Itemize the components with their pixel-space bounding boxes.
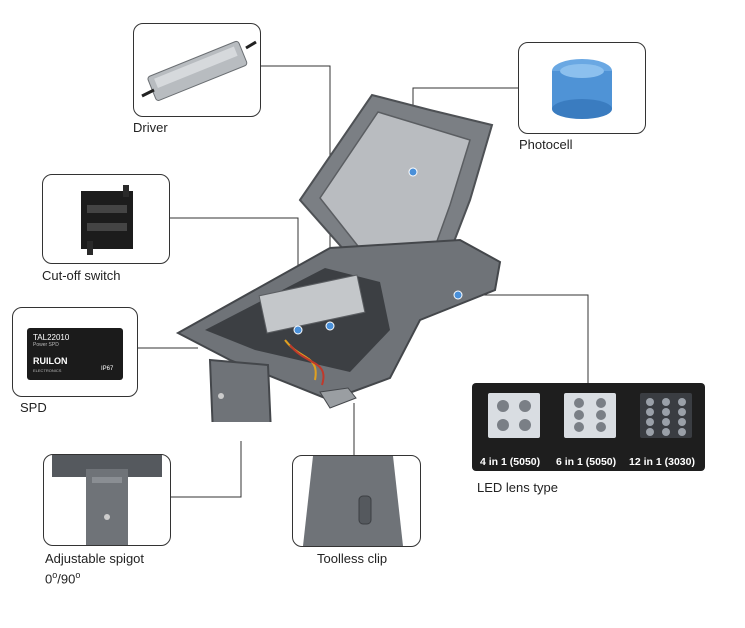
driver-image-box [133,23,261,117]
lens-tile-4in1 [488,393,540,438]
led-lens-type-label: LED lens type [477,480,558,495]
spigot-angle-label: 0o/90o [45,570,80,586]
spigot-image-box [43,454,171,546]
toolless-clip-image-box [292,455,421,547]
cutoff-switch-image-box [42,174,170,264]
degree-mark-a: o [52,570,58,580]
lens-caption-12in1: 12 in 1 (3030) [629,456,695,468]
toolless-clip-picture [303,456,403,546]
degree-mark-b: o [75,570,81,580]
spd-image-box: TAL22010 Power SPD RUILON ELECTRONICS IP… [12,307,138,397]
cutoff-switch-picture [81,185,133,255]
street-light-illustration [175,93,502,422]
photocell-image-box [518,42,646,134]
driver-label: Driver [133,120,168,135]
spd-sub: Power SPD [33,342,59,348]
driver-picture [141,40,257,101]
spd-device: TAL22010 Power SPD RUILON ELECTRONICS IP… [27,328,123,380]
spd-rating: IP67 [101,366,114,372]
led-lens-panel: 4 in 1 (5050) 6 in 1 (5050) 12 in 1 (303… [472,383,705,471]
lens-tile-12in1 [640,393,692,438]
spigot-angle-b: /90 [57,571,76,587]
spd-model: TAL22010 [33,333,70,342]
spd-brand: RUILON [33,356,68,366]
lens-caption-6in1: 6 in 1 (5050) [556,456,617,468]
adjustable-spigot-label: Adjustable spigot [45,551,145,566]
lens-caption-4in1: 4 in 1 (5050) [480,456,541,468]
spd-label: SPD [20,400,47,415]
spigot-angle-a: 0 [45,571,53,587]
spigot-picture [52,455,162,545]
spigot [208,358,272,422]
spigot-callout-line [168,441,242,498]
spd-brand-sub: ELECTRONICS [33,368,62,373]
cutoff-switch-label: Cut-off switch [42,268,121,283]
photocell-label: Photocell [519,137,573,152]
toolless-clip-label: Toolless clip [317,551,388,566]
lens-tile-6in1 [564,393,616,438]
photocell-picture [552,59,612,119]
